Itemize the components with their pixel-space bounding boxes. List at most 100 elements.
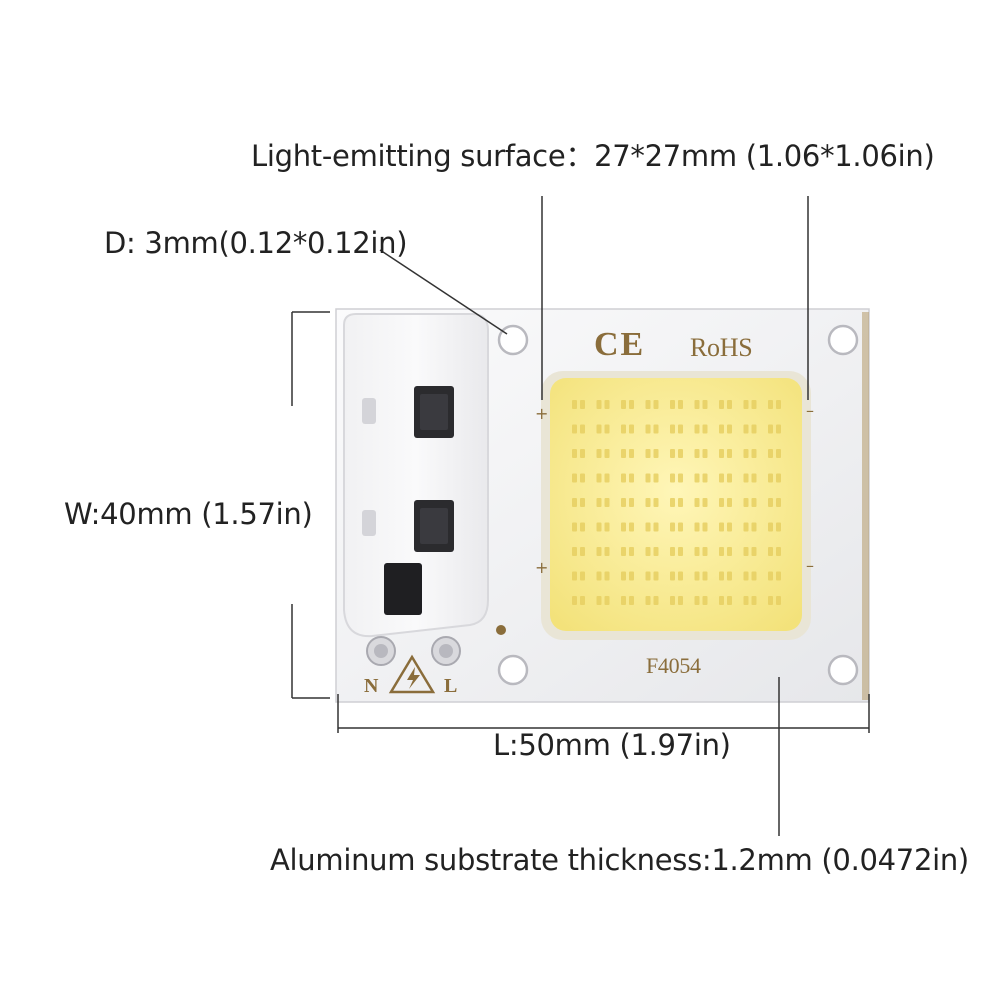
terminal-n-label: N xyxy=(364,675,379,697)
led-chip xyxy=(596,424,610,434)
rohs-mark: RoHS xyxy=(690,333,753,362)
led-chip xyxy=(768,596,781,605)
length-label: L:50mm (1.97in) xyxy=(493,728,731,762)
led-chip xyxy=(572,522,585,532)
led-chip xyxy=(596,473,610,483)
led-chip xyxy=(743,596,757,605)
led-chip xyxy=(596,522,610,532)
led-chip xyxy=(645,424,659,434)
hole-diameter-label: D: 3mm(0.12*0.12in) xyxy=(104,226,408,260)
led-chip xyxy=(694,473,708,483)
led-chip xyxy=(768,498,781,507)
led-chip xyxy=(719,498,732,507)
led-chip xyxy=(719,449,732,458)
led-chip xyxy=(645,596,659,605)
dimension-lines xyxy=(291,196,870,836)
led-chip xyxy=(621,424,634,434)
led-chip xyxy=(768,473,781,483)
led-chip xyxy=(743,449,757,458)
led-chip xyxy=(572,547,585,556)
led-chip xyxy=(694,596,708,605)
led-chip xyxy=(572,400,585,409)
led-chip xyxy=(645,498,659,507)
led-chip xyxy=(596,449,610,458)
led-chip xyxy=(621,400,634,409)
led-chip xyxy=(596,547,610,556)
led-chip xyxy=(694,424,708,434)
led-chip xyxy=(645,400,659,409)
led-chip xyxy=(670,547,683,556)
led-chip xyxy=(719,547,732,556)
hole-leader-line xyxy=(379,249,508,335)
led-chip xyxy=(694,522,708,532)
mounting-hole-top-left xyxy=(497,324,529,356)
led-chip xyxy=(670,400,683,409)
model-number: F4054 xyxy=(646,653,701,678)
led-surface xyxy=(550,378,802,631)
led-chip xyxy=(694,400,708,409)
led-chip xyxy=(670,498,683,507)
led-chip xyxy=(768,400,781,409)
led-chip xyxy=(645,522,659,532)
led-chip xyxy=(694,547,708,556)
led-chip xyxy=(621,571,634,581)
led-chip xyxy=(768,449,781,458)
led-chip xyxy=(670,424,683,434)
led-chip xyxy=(670,473,683,483)
led-chip xyxy=(768,522,781,532)
led-chip xyxy=(572,424,585,434)
high-voltage-warning-icon xyxy=(388,654,436,694)
led-chip xyxy=(670,596,683,605)
led-chip xyxy=(621,522,634,532)
led-chip xyxy=(596,596,610,605)
led-chip xyxy=(694,498,708,507)
led-chip xyxy=(596,400,610,409)
led-chip xyxy=(768,571,781,581)
led-chip xyxy=(645,473,659,483)
led-chip xyxy=(768,547,781,556)
board-edge xyxy=(862,312,869,700)
led-chip xyxy=(670,522,683,532)
smd-pad-1 xyxy=(362,398,376,424)
terminal-l-label: L xyxy=(444,675,458,697)
led-chip xyxy=(572,498,585,507)
led-chip xyxy=(621,596,634,605)
led-chip xyxy=(572,571,585,581)
led-chip xyxy=(694,571,708,581)
driver-chip-3 xyxy=(384,563,422,615)
led-chip xyxy=(719,571,732,581)
led-chip xyxy=(670,571,683,581)
led-chip xyxy=(719,473,732,483)
mounting-hole-bottom-left xyxy=(497,654,529,686)
led-chip xyxy=(768,424,781,434)
led-chip xyxy=(719,522,732,532)
led-chip xyxy=(670,449,683,458)
smd-pad-2 xyxy=(362,510,376,536)
led-grid xyxy=(572,400,781,605)
minus-mark-top: – xyxy=(806,401,814,420)
light-surface-label: Light-emitting surface：27*27mm (1.06*1.0… xyxy=(251,139,935,173)
width-label: W:40mm (1.57in) xyxy=(64,497,313,531)
led-chip xyxy=(621,498,634,507)
led-chip xyxy=(596,498,610,507)
mounting-hole-top-right xyxy=(827,324,859,356)
led-chip xyxy=(719,596,732,605)
led-chip xyxy=(719,424,732,434)
led-chip xyxy=(572,449,585,458)
led-chip xyxy=(719,400,732,409)
led-chip xyxy=(694,449,708,458)
led-chip xyxy=(572,596,585,605)
plus-mark-bottom: + xyxy=(535,558,549,577)
led-chip xyxy=(596,571,610,581)
plus-mark-top: + xyxy=(535,404,549,423)
led-chip xyxy=(645,571,659,581)
ce-mark: CE xyxy=(594,326,646,363)
thickness-label: Aluminum substrate thickness:1.2mm (0.04… xyxy=(270,843,969,877)
mounting-hole-bottom-right xyxy=(827,654,859,686)
minus-mark-bottom: – xyxy=(806,556,814,575)
board-dot xyxy=(496,625,506,635)
led-chip xyxy=(743,424,757,434)
led-chip xyxy=(743,400,757,409)
led-chip xyxy=(621,547,634,556)
